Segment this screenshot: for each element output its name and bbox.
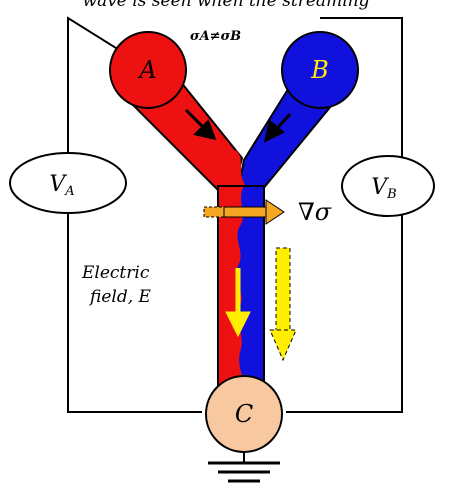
velocity-arrow-solid [225, 268, 251, 338]
wire-left-bottom [67, 206, 202, 413]
reservoir-c-circle [205, 375, 283, 453]
flow-arrow-a [184, 108, 217, 141]
reservoir-a-label: A [137, 56, 156, 84]
voltmeter-a-symbol: V [49, 172, 67, 197]
gradient-label: ∇σ [298, 198, 332, 226]
field-label-line2: field, E [88, 287, 152, 307]
svg-text:VB: VB [371, 175, 396, 202]
y-channel [126, 64, 338, 397]
fluid-interface [218, 186, 247, 396]
gradient-arrow [203, 199, 285, 225]
reservoir-b: B [281, 31, 359, 109]
ground-symbol [208, 461, 280, 483]
velocity-arrow-dashed [269, 247, 297, 362]
reservoir-c: C [205, 375, 283, 453]
top-caption-text: wave is seen when the streaming [83, 0, 370, 11]
conductivity-label: σA≠σB [190, 29, 241, 44]
reservoir-c-label: C [235, 400, 253, 428]
wire-right-top [320, 17, 403, 162]
reservoir-b-label: B [310, 56, 329, 84]
junction-interface [222, 150, 246, 186]
voltmeter-b-ellipse [341, 155, 435, 217]
voltmeter-b: VB [341, 155, 435, 217]
reservoir-a-circle [109, 31, 187, 109]
voltmeter-b-symbol: V [371, 175, 389, 200]
gradient-arrow-shaft [223, 206, 269, 218]
voltmeter-a-ellipse [9, 152, 127, 214]
voltmeter-b-subscript: B [386, 187, 397, 202]
wire-right-bottom [286, 212, 403, 413]
flow-arrow-b [263, 113, 292, 143]
gradient-arrow-dashed-tail [203, 206, 225, 218]
voltmeter-a-subscript: A [64, 184, 74, 199]
gradient-arrow-head [265, 199, 285, 225]
reservoir-b-circle [281, 31, 359, 109]
reservoir-a: A [109, 31, 187, 109]
voltmeter-a: VA [9, 152, 127, 214]
field-label-line1: Electric [81, 263, 150, 283]
circuit-wires [67, 16, 403, 462]
svg-text:VA: VA [49, 172, 74, 199]
